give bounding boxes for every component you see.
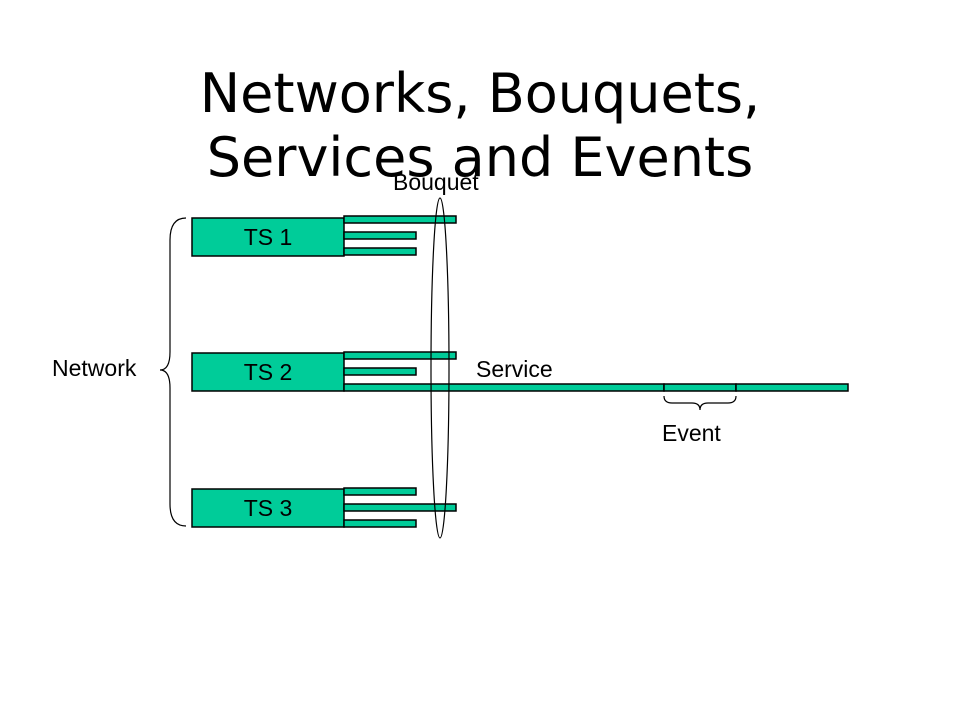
title-line-1: Networks, Bouquets,	[199, 62, 761, 125]
ts-label: TS 2	[244, 359, 293, 385]
service-line-tail	[735, 383, 849, 392]
bouquet-ellipse	[430, 197, 450, 539]
event-brace	[663, 395, 737, 411]
service-line	[343, 247, 417, 256]
network-bracket	[159, 217, 187, 527]
ts-label: TS 3	[244, 495, 293, 521]
ts-group-2: TS 2	[191, 351, 849, 392]
ts-group-1: TS 1	[191, 215, 457, 257]
service-label: Service	[476, 356, 553, 382]
service-line	[343, 367, 417, 376]
service-line	[343, 231, 417, 240]
ts-group-3: TS 3	[191, 487, 457, 528]
event-segment	[663, 383, 737, 392]
title-line-2: Services and Events	[206, 126, 754, 189]
service-line	[343, 215, 457, 224]
slide-title: Networks, Bouquets, Services and Events	[0, 62, 960, 190]
ts-box	[191, 217, 345, 257]
service-line	[343, 351, 457, 360]
service-line-long	[343, 383, 665, 392]
ts-label: TS 1	[244, 224, 293, 250]
ts-box	[191, 488, 345, 528]
service-line	[343, 519, 417, 528]
network-label: Network	[52, 355, 137, 381]
service-line	[343, 503, 457, 512]
event-label: Event	[662, 420, 721, 446]
bouquet-label: Bouquet	[393, 169, 479, 195]
service-line	[343, 487, 417, 496]
